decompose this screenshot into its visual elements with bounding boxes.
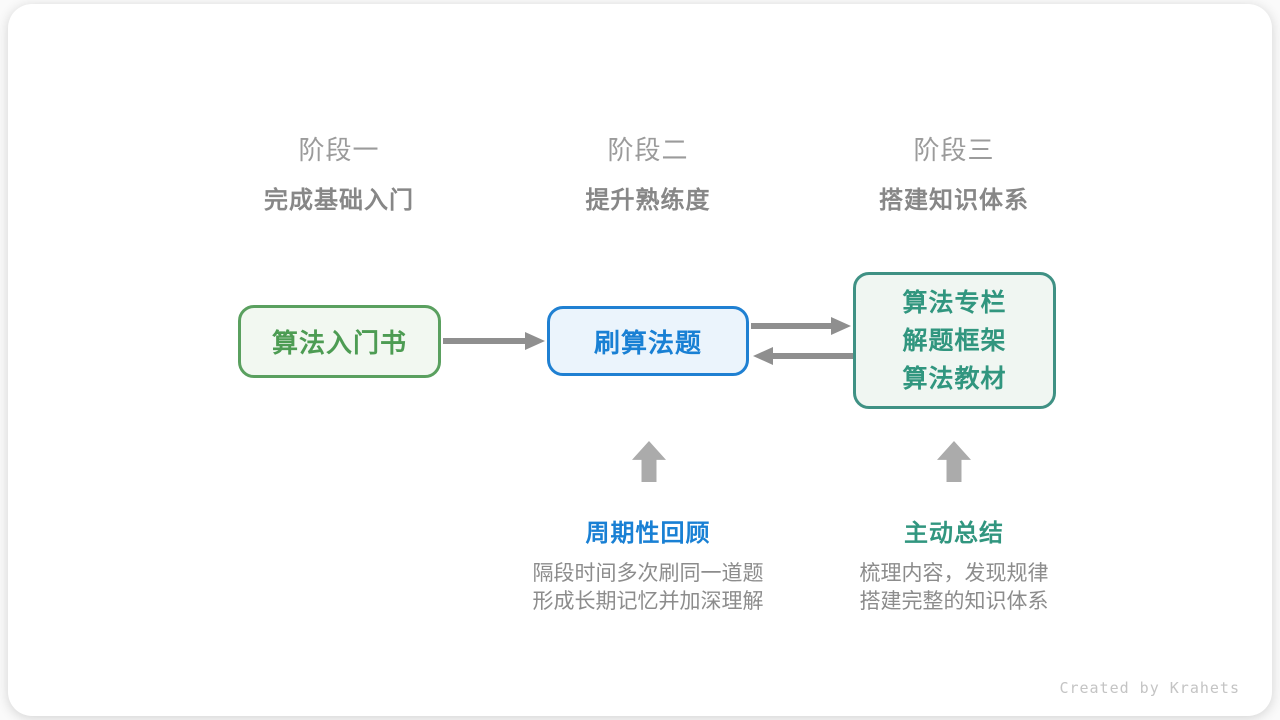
stage-1-subtitle: 完成基础入门 bbox=[264, 187, 414, 214]
annotation-active-summary-desc: 梳理内容，发现规律 搭建完整的知识体系 bbox=[784, 560, 1124, 616]
flow-arrow-left-icon bbox=[753, 347, 853, 365]
annotation-periodic-review-desc: 隔段时间多次刷同一道题 形成长期记忆并加深理解 bbox=[478, 560, 818, 616]
diagram-card: 阶段一 阶段二 阶段三 完成基础入门 提升熟练度 搭建知识体系 算法入门书 刷算… bbox=[8, 4, 1272, 716]
node-intro-book: 算法入门书 bbox=[238, 305, 441, 378]
arrow-head-right bbox=[831, 317, 851, 335]
node-practice-problems: 刷算法题 bbox=[547, 306, 749, 376]
annotation-periodic-review-title: 周期性回顾 bbox=[585, 520, 711, 547]
block-arrow-up-icon bbox=[632, 441, 666, 482]
node-intro-book-label: 算法入门书 bbox=[271, 328, 407, 358]
arrow-head-right bbox=[525, 332, 545, 350]
node-knowledge-resources-line-1: 算法专栏 bbox=[902, 288, 1007, 317]
flow-arrow-right-icon bbox=[443, 332, 545, 350]
stage-3-label: 阶段三 bbox=[913, 135, 995, 165]
stage-1-label: 阶段一 bbox=[298, 135, 380, 165]
stage-3-subtitle: 搭建知识体系 bbox=[879, 187, 1029, 214]
desc-line: 搭建完整的知识体系 bbox=[859, 590, 1049, 613]
desc-line: 隔段时间多次刷同一道题 bbox=[532, 562, 764, 585]
arrow-shaft bbox=[773, 353, 853, 359]
node-knowledge-resources-line-2: 解题框架 bbox=[902, 326, 1007, 355]
credit-text: Created by Krahets bbox=[1059, 679, 1240, 697]
flow-arrow-right-icon bbox=[751, 317, 851, 335]
stage-2-subtitle: 提升熟练度 bbox=[585, 187, 711, 214]
desc-line: 形成长期记忆并加深理解 bbox=[532, 590, 764, 613]
block-arrow-up-icon bbox=[937, 441, 971, 482]
node-knowledge-resources-line-3: 算法教材 bbox=[902, 364, 1007, 393]
desc-line: 梳理内容，发现规律 bbox=[859, 562, 1049, 585]
arrow-shaft bbox=[443, 338, 525, 344]
stage-2-label: 阶段二 bbox=[607, 135, 689, 165]
node-knowledge-resources: 算法专栏 解题框架 算法教材 bbox=[853, 272, 1056, 409]
arrow-shaft bbox=[751, 323, 831, 329]
annotation-active-summary-title: 主动总结 bbox=[904, 520, 1004, 547]
arrow-head-left bbox=[753, 347, 773, 365]
node-practice-problems-label: 刷算法题 bbox=[593, 327, 702, 358]
